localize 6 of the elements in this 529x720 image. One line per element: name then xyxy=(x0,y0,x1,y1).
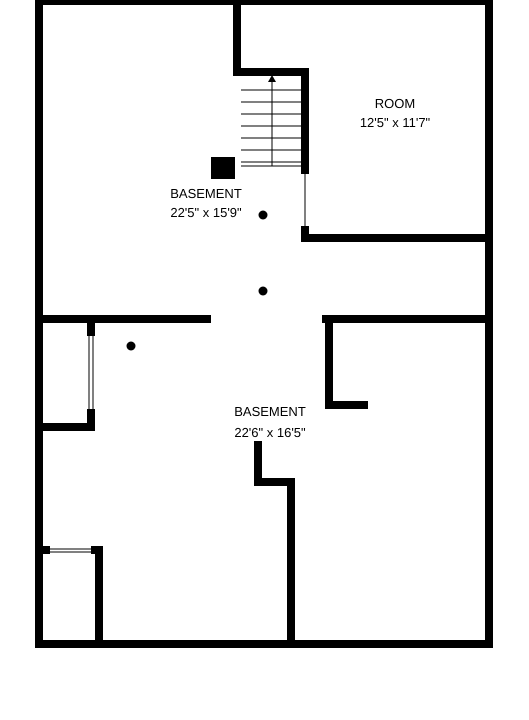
room-label: BASEMENT xyxy=(234,404,306,419)
room-dimensions: 22'6" x 16'5" xyxy=(234,425,306,440)
room-dimensions: 12'5" x 11'7" xyxy=(360,115,430,130)
room-label: BASEMENT xyxy=(170,186,242,201)
room-dimensions: 22'5" x 15'9" xyxy=(170,205,242,220)
room-label: ROOM xyxy=(374,96,416,111)
